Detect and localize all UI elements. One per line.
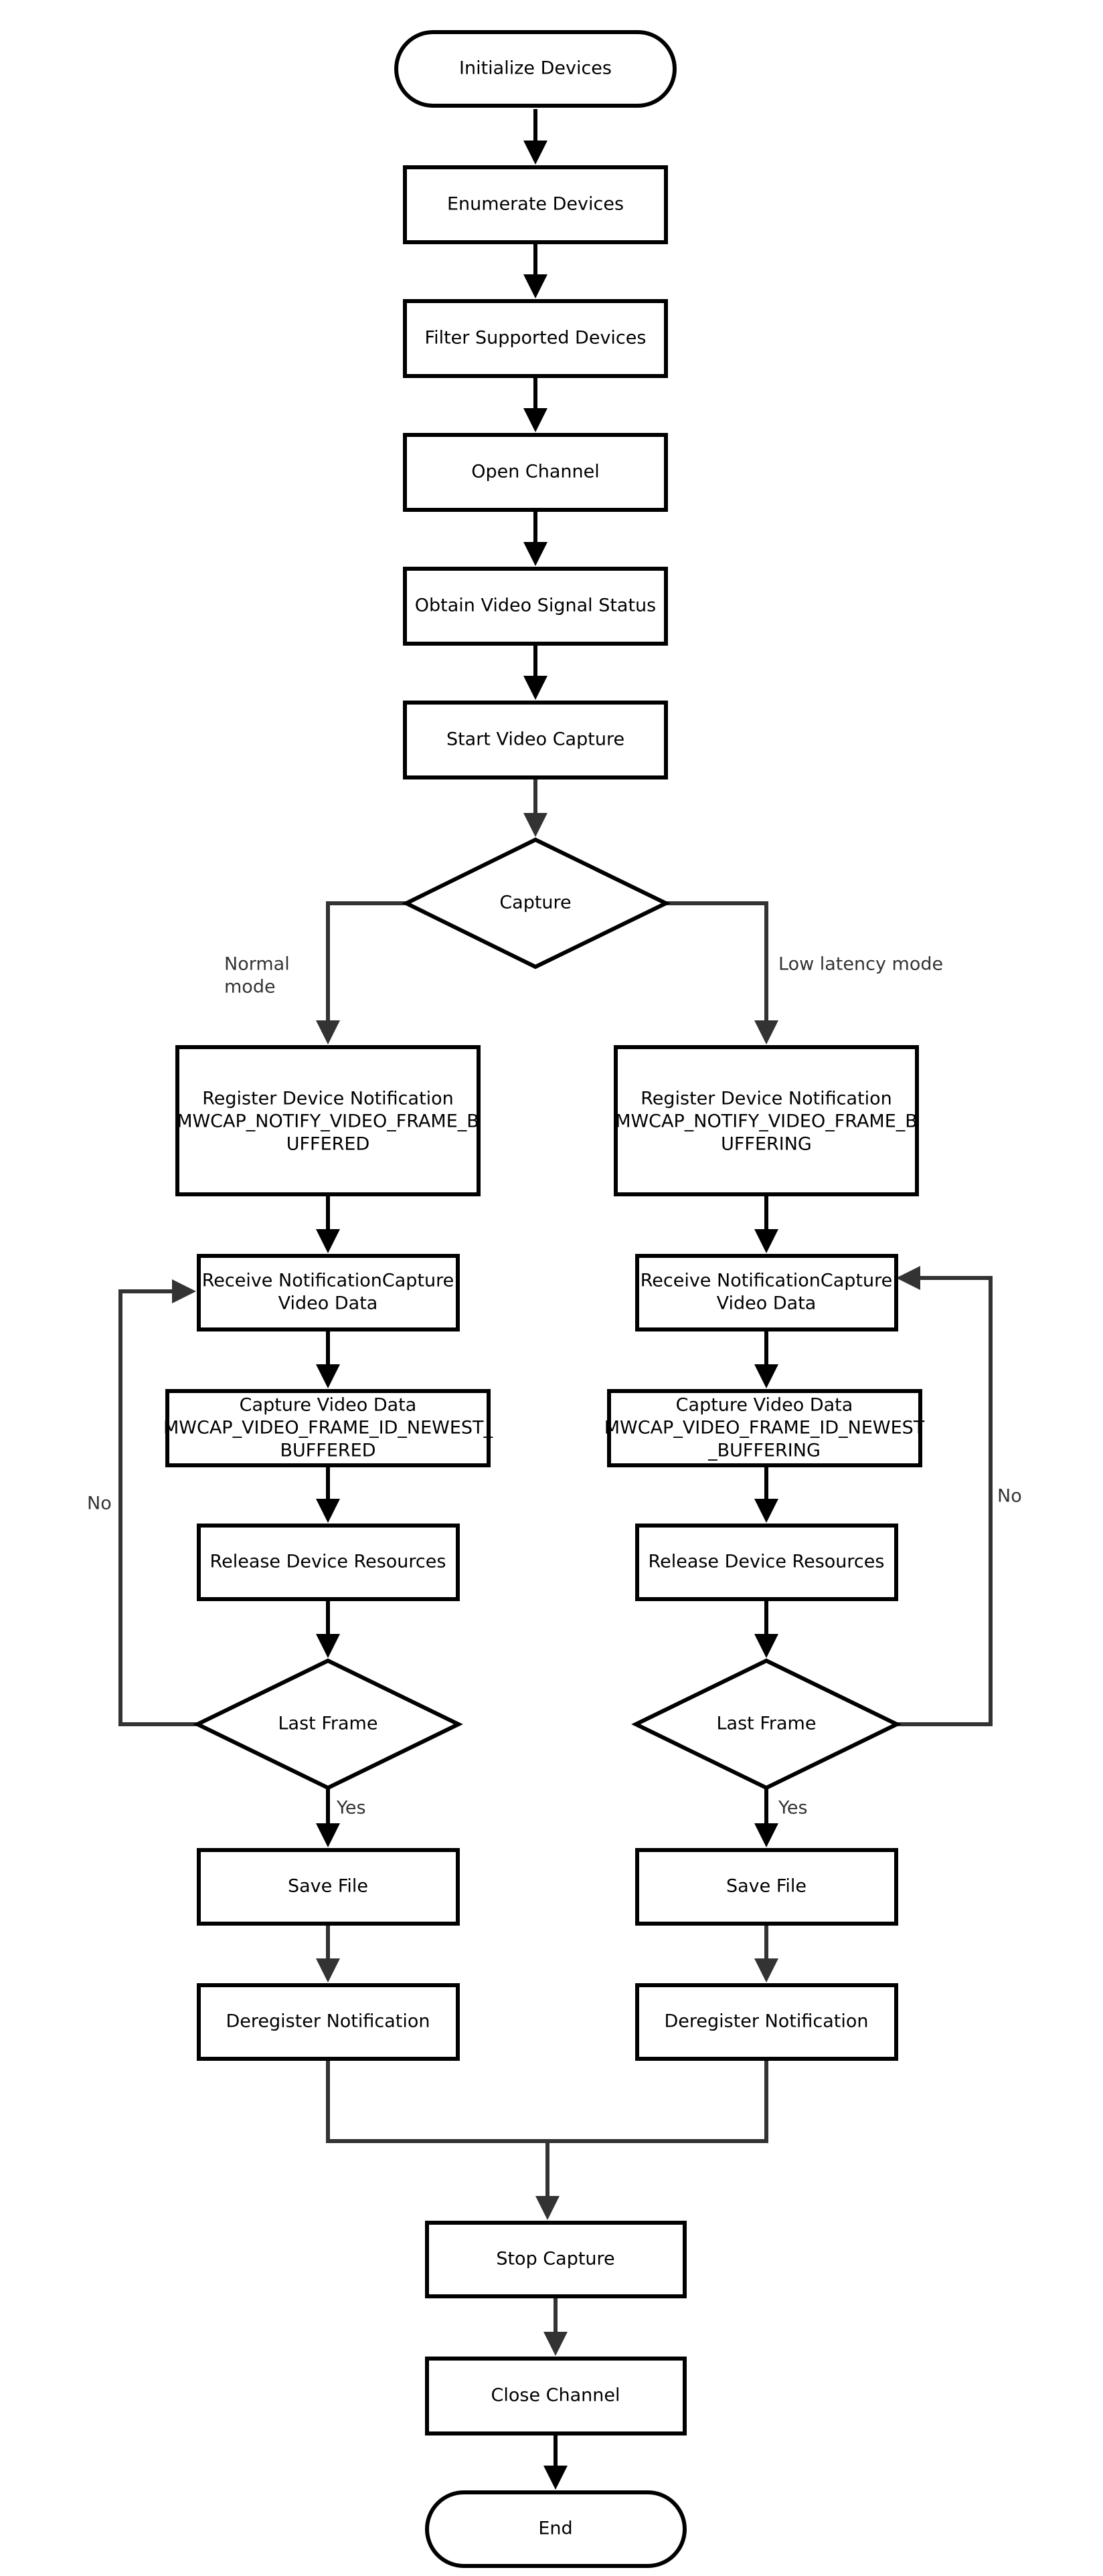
process-shape [403, 567, 668, 646]
node-label-line: Video Data [717, 1293, 817, 1314]
process-shape [635, 1254, 898, 1331]
node-label-line: Capture Video Data [676, 1395, 853, 1416]
process-shape [165, 1389, 491, 1467]
process-shape [175, 1045, 481, 1196]
node-label-line: Register Device Notification [641, 1089, 892, 1109]
edge-label-no-left: No [87, 1493, 112, 1514]
node-label: Start Video Capture [446, 729, 624, 750]
node-label: Release Device Resources [210, 1552, 446, 1572]
node-register-notification-right: Register Device Notification MWCAP_NOTIF… [614, 1045, 919, 1196]
node-label-line: Receive NotificationCapture [202, 1271, 454, 1291]
node-label-line: BUFFERED [280, 1441, 375, 1461]
edge-lastright-no-loop [896, 1266, 993, 1726]
node-enumerate-devices: Enumerate Devices [403, 165, 668, 244]
node-label-line: _BUFFERING [707, 1441, 821, 1461]
process-shape [403, 165, 668, 244]
process-shape [197, 1524, 460, 1601]
node-obtain-video-signal-status: Obtain Video Signal Status [403, 567, 668, 646]
node-label-line: UFFERED [286, 1134, 370, 1155]
node-label: Save File [726, 1876, 807, 1897]
node-label: Save File [288, 1876, 368, 1897]
node-label-line: Video Data [278, 1293, 378, 1314]
process-shape [403, 433, 668, 512]
edge-label-yes-right: Yes [778, 1798, 808, 1819]
process-shape [197, 1254, 460, 1331]
node-label: Deregister Notification [226, 2011, 430, 2032]
node-stop-capture: Stop Capture [425, 2221, 687, 2298]
process-shape [197, 1848, 460, 1926]
terminator-shape [425, 2490, 687, 2568]
node-save-file-right: Save File [635, 1848, 898, 1926]
node-label-line: UFFERING [721, 1134, 812, 1155]
node-last-frame-decision-right: Last Frame [631, 1658, 902, 1790]
node-label-line: MWCAP_VIDEO_FRAME_ID_NEWEST_ [163, 1418, 493, 1439]
process-shape [425, 2357, 687, 2435]
connectors [118, 109, 993, 2490]
node-label-line: Register Device Notification [202, 1089, 454, 1109]
process-shape [403, 299, 668, 378]
node-capture-video-data-left: Capture Video Data MWCAP_VIDEO_FRAME_ID_… [163, 1389, 493, 1467]
terminator-shape [394, 30, 677, 108]
process-shape [403, 701, 668, 779]
node-save-file-left: Save File [197, 1848, 460, 1926]
edge-label-no-right: No [997, 1486, 1022, 1507]
node-label: Initialize Devices [459, 58, 612, 79]
process-shape [635, 1983, 898, 2061]
node-deregister-notification-right: Deregister Notification [635, 1983, 898, 2061]
edge-merge [326, 2059, 768, 2143]
edge-lastleft-no-loop [118, 1279, 197, 1726]
node-last-frame-decision-left: Last Frame [193, 1658, 463, 1790]
process-shape [635, 1524, 898, 1601]
node-label: Deregister Notification [664, 2011, 868, 2032]
node-start-video-capture: Start Video Capture [403, 701, 668, 779]
node-label-line: MWCAP_NOTIFY_VIDEO_FRAME_B [177, 1111, 479, 1132]
edge-capture-normal [316, 901, 406, 1044]
process-shape [425, 2221, 687, 2298]
decision-shape [631, 1658, 902, 1790]
node-initialize-devices: Initialize Devices [394, 30, 677, 108]
node-receive-notification-right: Receive NotificationCapture Video Data [635, 1254, 898, 1331]
edge-label-normal-mode: mode [224, 977, 276, 998]
node-label: Stop Capture [496, 2249, 614, 2270]
node-label: Capture [499, 893, 571, 913]
node-label: Last Frame [717, 1714, 817, 1734]
node-receive-notification-left: Receive NotificationCapture Video Data [197, 1254, 460, 1331]
node-capture-decision: Capture [402, 837, 671, 970]
edge-label-low-latency: Low latency mode [778, 954, 943, 975]
process-shape [635, 1848, 898, 1926]
decision-shape [193, 1658, 463, 1790]
node-open-channel: Open Channel [403, 433, 668, 512]
node-label-line: MWCAP_NOTIFY_VIDEO_FRAME_B [615, 1111, 918, 1132]
node-label-line: Capture Video Data [240, 1395, 417, 1416]
decision-shape [402, 837, 671, 970]
node-label: Filter Supported Devices [425, 328, 647, 349]
process-shape [607, 1389, 922, 1467]
node-label-line: Receive NotificationCapture [641, 1271, 893, 1291]
edge-label-normal-mode: Normal [224, 954, 290, 975]
node-release-resources-right: Release Device Resources [635, 1524, 898, 1601]
process-shape [614, 1045, 919, 1196]
node-label: Obtain Video Signal Status [415, 595, 657, 616]
node-label: Enumerate Devices [447, 194, 624, 215]
process-shape [197, 1983, 460, 2061]
node-end: End [425, 2490, 687, 2568]
edge-capture-lowlatency [666, 901, 778, 1044]
node-label-line: MWCAP_VIDEO_FRAME_ID_NEWEST [604, 1418, 925, 1439]
node-label: Release Device Resources [649, 1552, 885, 1572]
node-deregister-notification-left: Deregister Notification [197, 1983, 460, 2061]
edge-label-yes-left: Yes [336, 1798, 366, 1819]
edge-labels: Normal mode Low latency mode No No Yes Y… [87, 954, 1022, 1819]
node-label: Open Channel [471, 462, 600, 482]
node-label: End [538, 2518, 572, 2539]
node-label: Close Channel [491, 2385, 620, 2406]
node-capture-video-data-right: Capture Video Data MWCAP_VIDEO_FRAME_ID_… [604, 1389, 925, 1467]
node-filter-supported-devices: Filter Supported Devices [403, 299, 668, 378]
node-register-notification-left: Register Device Notification MWCAP_NOTIF… [175, 1045, 481, 1196]
node-close-channel: Close Channel [425, 2357, 687, 2435]
node-label: Last Frame [278, 1714, 378, 1734]
node-release-resources-left: Release Device Resources [197, 1524, 460, 1601]
